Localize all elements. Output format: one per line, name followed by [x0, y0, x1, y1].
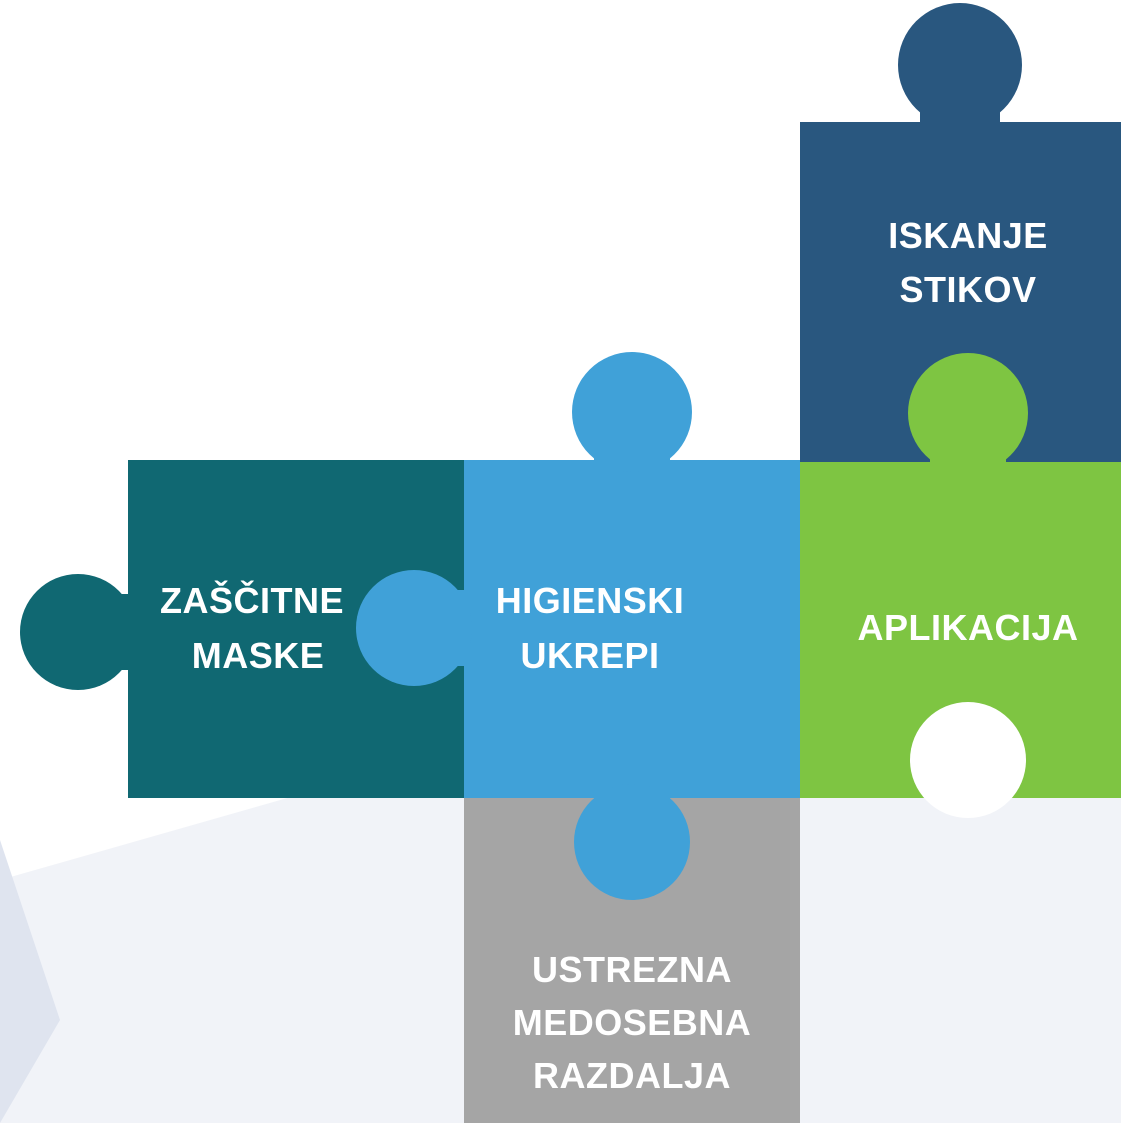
- piece-hygiene-label-1: HIGIENSKI: [496, 580, 685, 621]
- piece-masks-label-2: MASKE: [192, 635, 325, 676]
- piece-application-label: APLIKACIJA: [857, 607, 1078, 648]
- piece-distance-label-3: RAZDALJA: [533, 1055, 731, 1096]
- piece-contact-tracing-label-2: STIKOV: [899, 269, 1036, 310]
- piece-distance-label-1: USTREZNA: [532, 949, 732, 990]
- piece-hygiene: HIGIENSKI UKREPI: [356, 352, 800, 900]
- piece-masks-label-1: ZAŠČITNE: [160, 579, 344, 621]
- background-shape-left: [0, 840, 60, 1123]
- piece-contact-tracing-label-1: ISKANJE: [888, 215, 1048, 256]
- piece-hygiene-label-2: UKREPI: [520, 635, 659, 676]
- piece-distance-label-2: MEDOSEBNA: [513, 1002, 752, 1043]
